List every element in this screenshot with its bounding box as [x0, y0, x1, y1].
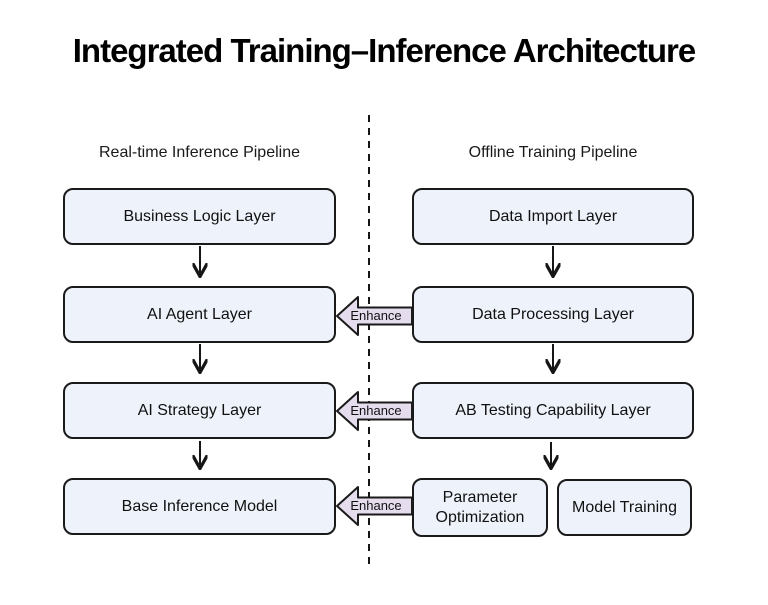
node-data-import-layer: Data Import Layer	[412, 188, 694, 245]
node-ai-agent-layer: AI Agent Layer	[63, 286, 336, 343]
enhance-arrow-label: Enhance	[350, 403, 402, 418]
inference-pipeline-label: Real-time Inference Pipeline	[99, 144, 300, 161]
node-business-logic-layer: Business Logic Layer	[63, 188, 336, 245]
node-base-inference-model: Base Inference Model	[63, 478, 336, 535]
enhance-arrow-label: Enhance	[350, 308, 402, 323]
node-model-training: Model Training	[557, 479, 692, 536]
diagram-title: Integrated Training–Inference Architectu…	[72, 32, 696, 69]
node-parameter-optimization: Parameter Optimization	[412, 478, 548, 537]
enhance-arrow-label: Enhance	[350, 498, 402, 513]
node-ai-strategy-layer: AI Strategy Layer	[63, 382, 336, 439]
node-ab-testing-capability-layer: AB Testing Capability Layer	[412, 382, 694, 439]
node-data-processing-layer: Data Processing Layer	[412, 286, 694, 343]
training-pipeline-label: Offline Training Pipeline	[468, 144, 638, 161]
